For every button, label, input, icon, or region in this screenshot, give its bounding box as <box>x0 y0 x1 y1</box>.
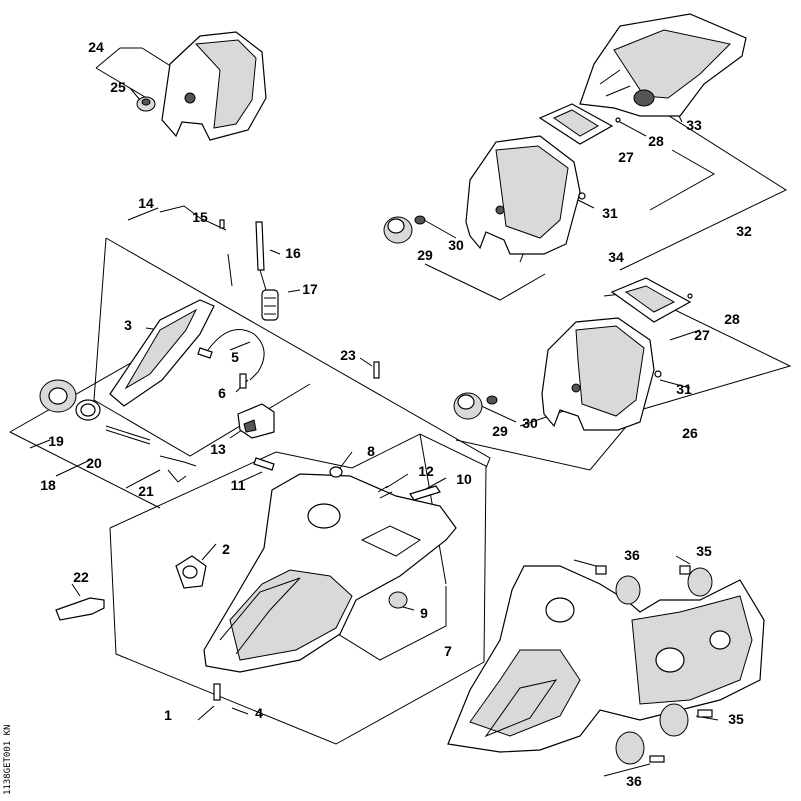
part-27-gasket-mid <box>610 277 693 323</box>
label-29-top: 29 <box>417 247 433 263</box>
part-22-plug <box>55 597 105 621</box>
label-19: 19 <box>48 433 64 449</box>
label-2: 2 <box>222 541 230 557</box>
part-6-screw <box>239 373 247 389</box>
label-22: 22 <box>73 569 89 585</box>
label-1: 1 <box>164 707 172 723</box>
part-21-spring <box>159 455 197 483</box>
label-18: 18 <box>40 477 56 493</box>
part-35-buffer-bottom <box>659 703 713 737</box>
part-26-cover <box>541 317 662 431</box>
label-33: 33 <box>686 117 702 133</box>
label-27-top: 27 <box>618 149 634 165</box>
label-5: 5 <box>231 349 239 365</box>
label-25: 25 <box>110 79 126 95</box>
label-20: 20 <box>86 455 102 471</box>
part-10-screw <box>409 485 441 501</box>
part-34-carb-cover <box>465 135 586 255</box>
label-27-mid: 27 <box>694 327 710 343</box>
part-20-rod <box>105 425 151 445</box>
label-32: 32 <box>736 223 752 239</box>
part-29-knob-mid <box>453 392 498 420</box>
label-36-top: 36 <box>624 547 640 563</box>
label-28-top: 28 <box>648 133 664 149</box>
label-30-mid: 30 <box>522 415 538 431</box>
part-3-guide <box>109 299 215 407</box>
part-labels: 1 2 3 4 5 6 7 8 9 10 11 12 13 14 15 16 1… <box>40 39 752 789</box>
label-23: 23 <box>340 347 356 363</box>
label-8: 8 <box>367 443 375 459</box>
part-19-spur <box>39 379 101 421</box>
part-36-buffer-bottom <box>615 731 665 765</box>
label-4: 4 <box>255 705 263 721</box>
label-24: 24 <box>88 39 104 55</box>
part-13-clip <box>237 403 275 439</box>
label-31-mid: 31 <box>676 381 692 397</box>
label-6: 6 <box>218 385 226 401</box>
part-5-cable <box>197 329 265 381</box>
part-16-hose <box>255 221 267 291</box>
part-15-pin <box>219 219 233 287</box>
label-9: 9 <box>420 605 428 621</box>
label-31-top: 31 <box>602 205 618 221</box>
part-11-screw <box>253 457 275 471</box>
label-17: 17 <box>302 281 318 297</box>
part-29-knob-top <box>383 215 426 244</box>
label-35-top: 35 <box>696 543 712 559</box>
label-3: 3 <box>124 317 132 333</box>
part-9-buffer <box>388 591 408 609</box>
part-12-spring <box>377 485 393 499</box>
part-2-gasket <box>175 555 207 589</box>
label-36-bottom: 36 <box>626 773 642 789</box>
label-12: 12 <box>418 463 434 479</box>
label-35-bottom: 35 <box>728 711 744 727</box>
part-17-filter <box>261 289 279 321</box>
part-27-gasket-top <box>538 103 621 145</box>
label-29-mid: 29 <box>492 423 508 439</box>
part-4-screw <box>213 683 221 701</box>
label-21: 21 <box>138 483 154 499</box>
part-32-filter-housing <box>579 13 747 117</box>
label-10: 10 <box>456 471 472 487</box>
label-7: 7 <box>444 643 452 659</box>
label-30-top: 30 <box>448 237 464 253</box>
label-16: 16 <box>285 245 301 261</box>
label-34: 34 <box>608 249 624 265</box>
label-13: 13 <box>210 441 226 457</box>
part-24-cover <box>161 31 267 141</box>
drawing-code: 1138GET001 KN <box>3 725 13 795</box>
part-7-crankcase <box>203 473 457 673</box>
part-35-buffer-top <box>679 565 713 597</box>
part-25-nut <box>136 96 156 112</box>
label-11: 11 <box>231 477 246 493</box>
assembled-crankcase <box>447 565 765 753</box>
label-28-mid: 28 <box>724 311 740 327</box>
part-23-screw <box>373 361 380 379</box>
label-15: 15 <box>192 209 208 225</box>
label-14: 14 <box>138 195 154 211</box>
part-8-nut <box>329 466 343 478</box>
part-36-buffer-top <box>595 565 641 605</box>
label-26: 26 <box>682 425 698 441</box>
